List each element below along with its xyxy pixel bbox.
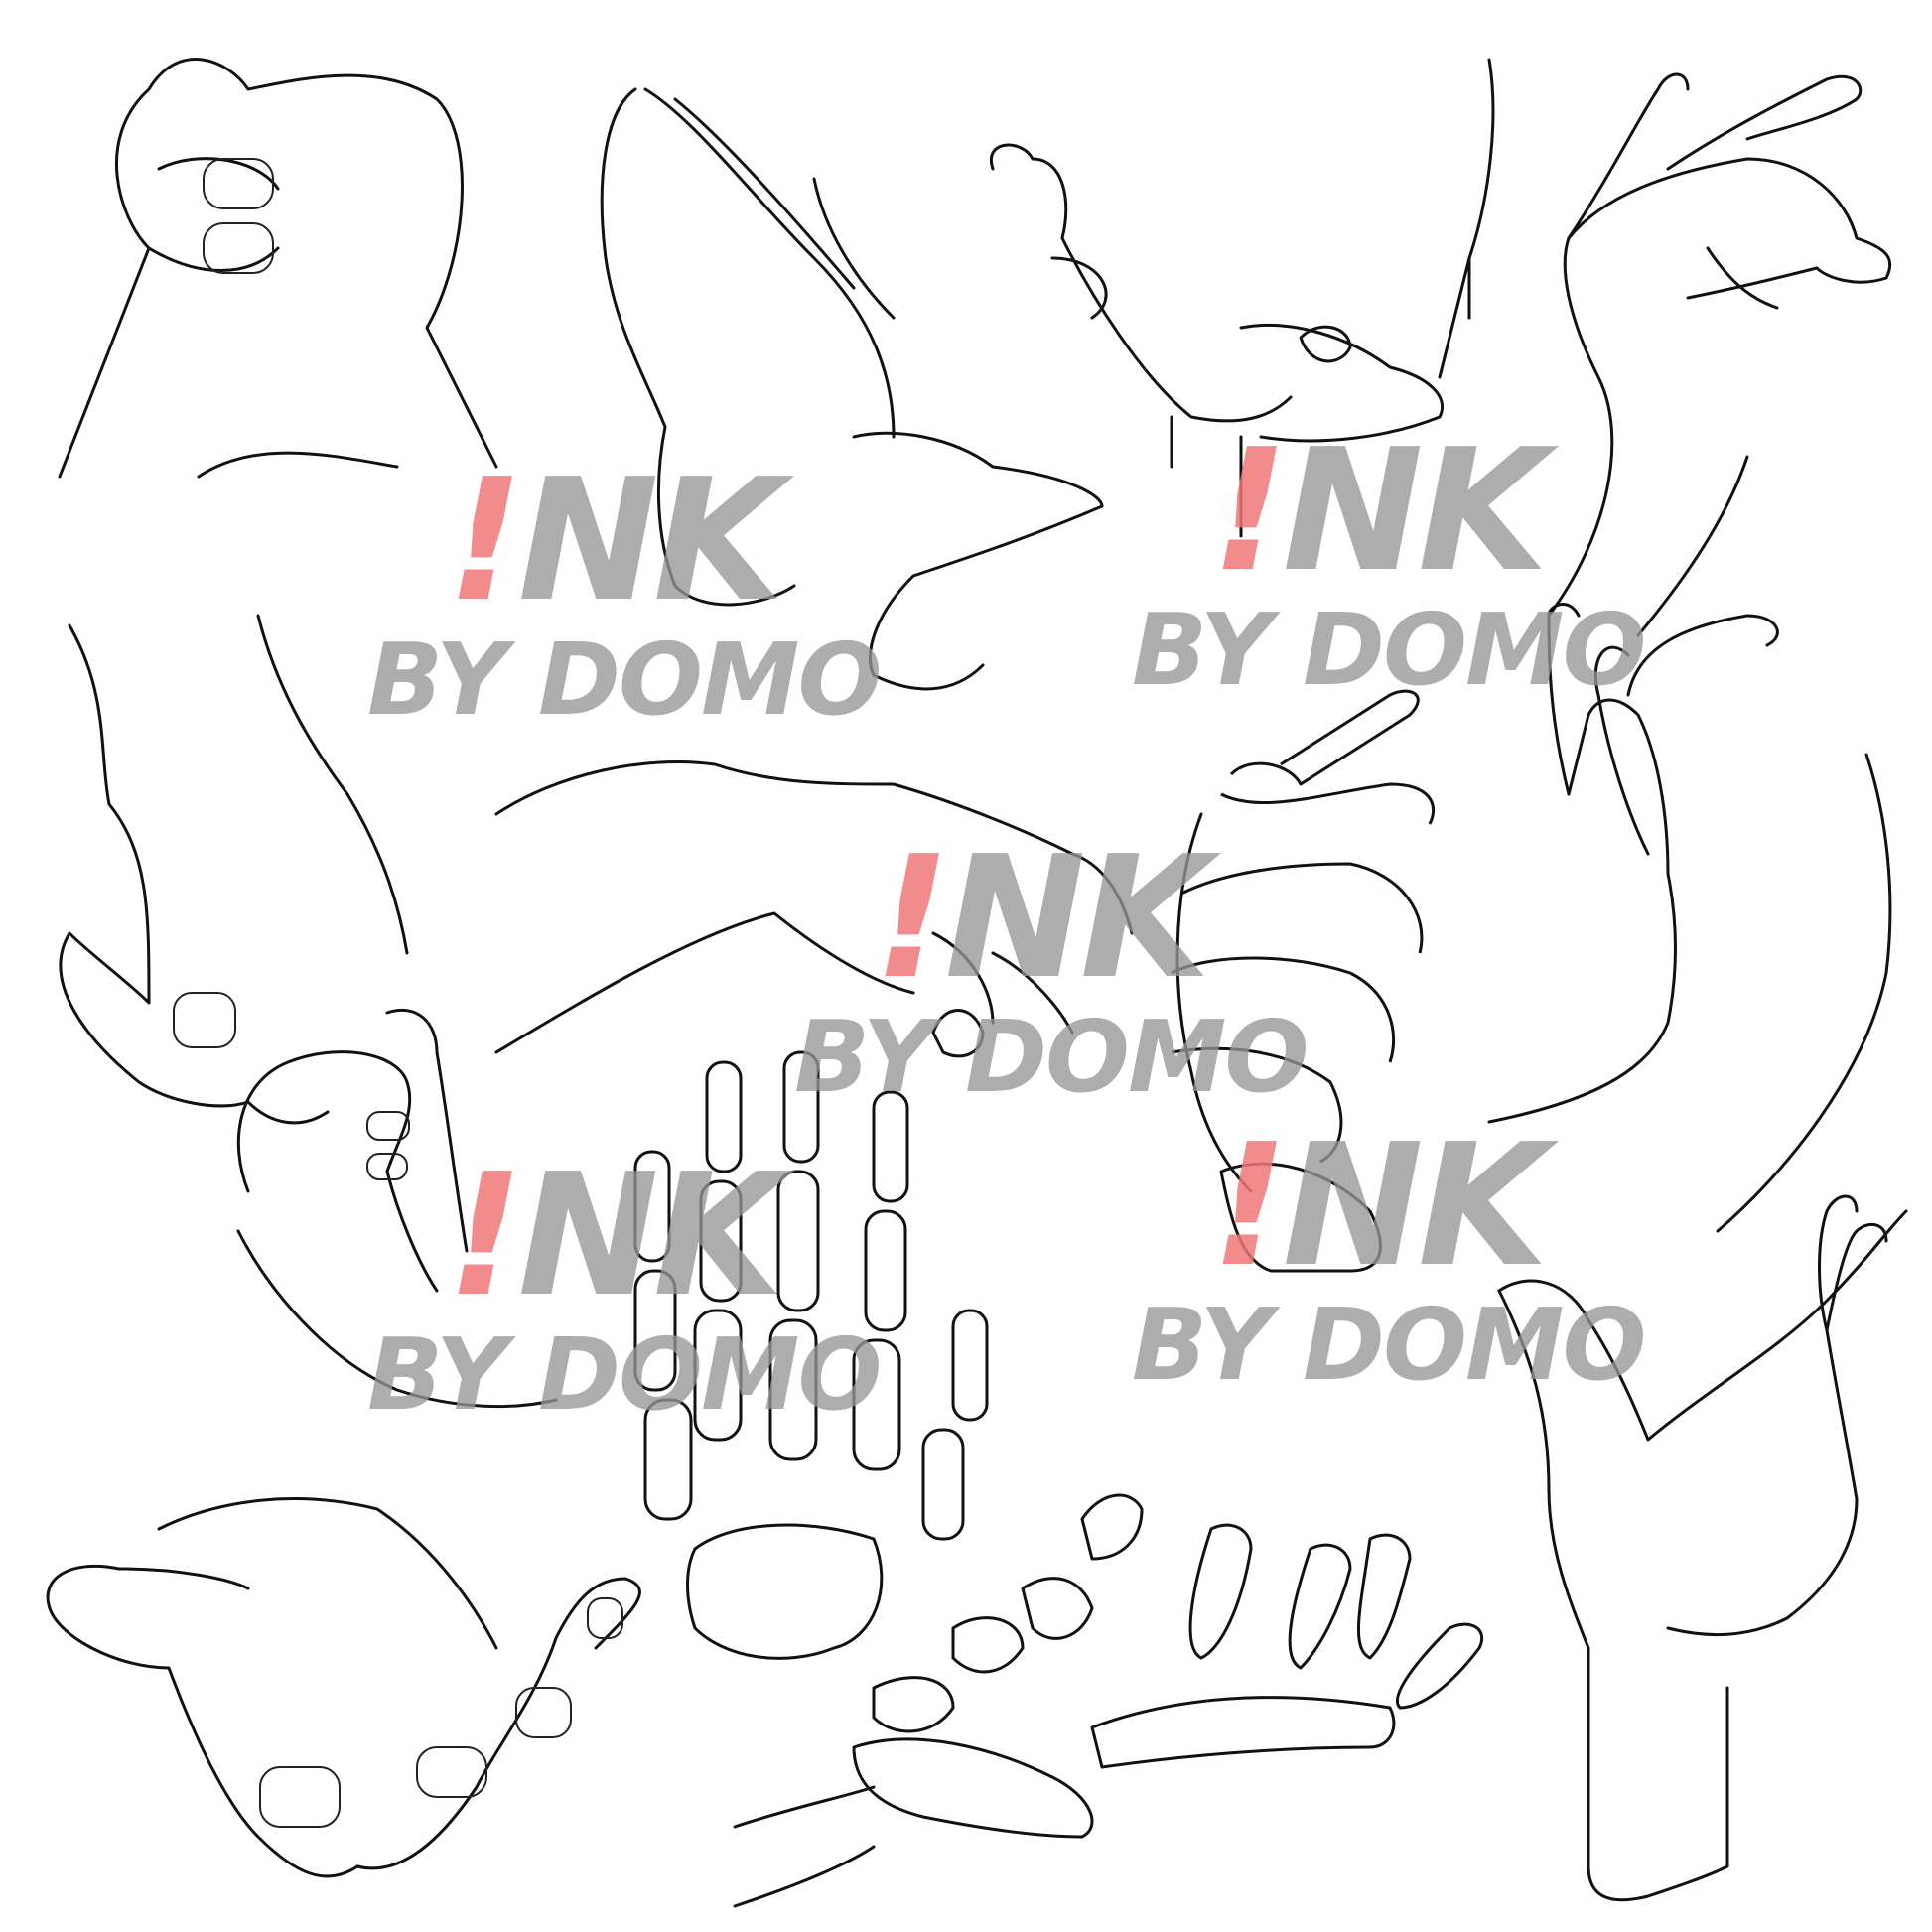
watermark-by-domo: BY DOMO bbox=[367, 621, 883, 738]
skeleton-hand-reaching bbox=[733, 1493, 1484, 1908]
skeleton-hand-upright bbox=[633, 1050, 989, 1660]
watermark-logo: !NK BY DOMO bbox=[794, 820, 1310, 1132]
watermark-ink: !NK bbox=[1211, 413, 1549, 610]
pinching-hand-sketch bbox=[1547, 72, 1892, 637]
watermark-by-domo: BY DOMO bbox=[794, 999, 1310, 1115]
dripping-hand-sketch bbox=[989, 58, 1495, 538]
watermark-logo: !NK BY DOMO bbox=[367, 443, 883, 755]
watermark-ink: !NK bbox=[447, 1138, 784, 1334]
holding-baby-hand-sketch bbox=[236, 1008, 558, 1409]
open-palm-reaching-sketch bbox=[59, 614, 409, 1125]
watermark-by-domo: BY DOMO bbox=[1132, 1287, 1647, 1403]
watermark-ink: !NK bbox=[874, 820, 1211, 1017]
watermark-by-domo: BY DOMO bbox=[1132, 592, 1647, 708]
watermark-ink: !NK bbox=[1211, 1108, 1549, 1305]
watermark-logo: !NK BY DOMO bbox=[1132, 1108, 1647, 1420]
praying-hands-sketch bbox=[600, 87, 1104, 691]
offering-hand-sketch bbox=[46, 1497, 641, 1878]
watermark-ink: !NK bbox=[447, 443, 784, 639]
clasped-hands-sketch bbox=[58, 58, 498, 479]
watermark-by-domo: BY DOMO bbox=[367, 1316, 883, 1433]
reaching-hand-sketch bbox=[494, 759, 1134, 1058]
cupped-hand-sketch bbox=[1487, 603, 1892, 1233]
watermark-logo: !NK BY DOMO bbox=[1132, 413, 1647, 725]
watermark-logo: !NK BY DOMO bbox=[367, 1138, 883, 1449]
pinching-raised-hand-sketch bbox=[1497, 1194, 1908, 1902]
skeleton-hands-entwined bbox=[1171, 689, 1436, 1273]
